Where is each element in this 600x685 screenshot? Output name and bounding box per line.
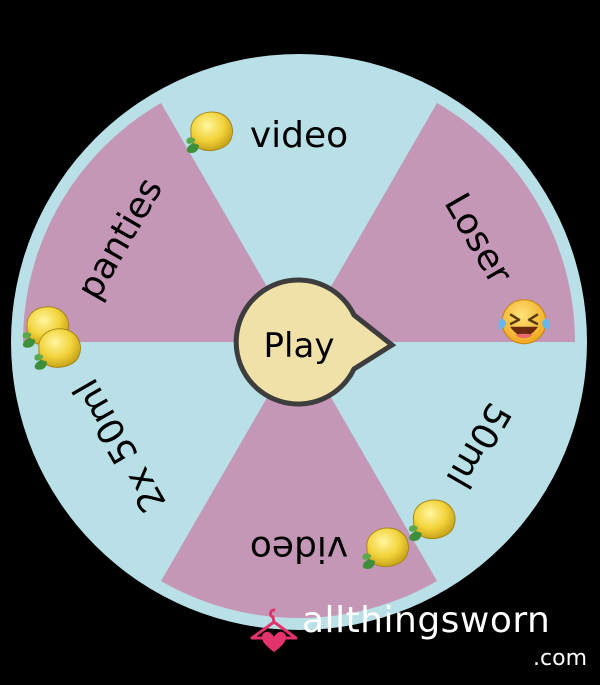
watermark: allthingsworn .com bbox=[248, 600, 593, 680]
watermark-suffix: .com bbox=[533, 646, 587, 671]
wheel-segment[interactable] bbox=[299, 342, 575, 582]
segment-label-group: video bbox=[185, 111, 348, 156]
segment-label: video bbox=[250, 528, 348, 569]
play-label: Play bbox=[264, 326, 335, 366]
wheel-segment[interactable] bbox=[23, 102, 299, 342]
watermark-brand: allthingsworn bbox=[302, 600, 551, 641]
segment-label: video bbox=[250, 115, 348, 156]
play-button[interactable]: Play bbox=[233, 277, 397, 407]
wheel-segment[interactable] bbox=[23, 342, 299, 582]
hanger-heart-icon bbox=[250, 608, 298, 652]
wheel-segment[interactable] bbox=[299, 102, 575, 342]
segment-label-group: video bbox=[250, 527, 409, 570]
